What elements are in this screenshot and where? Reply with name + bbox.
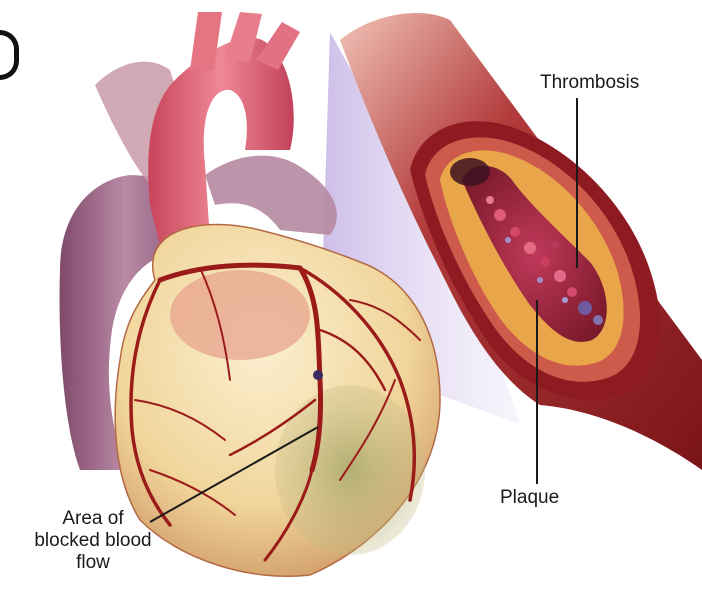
blocked-area-label-line1: Area of — [8, 508, 178, 530]
blocked-area-shading — [275, 385, 425, 555]
artery-opening-rim — [450, 158, 490, 186]
thrombosis-label: Thrombosis — [540, 72, 639, 94]
pulmonary-artery — [205, 156, 337, 235]
left-atrium — [170, 270, 310, 360]
blocked-area-label-line3: flow — [8, 552, 178, 574]
blockage-point — [313, 370, 323, 380]
blocked-area-label: Area of blocked blood flow — [8, 508, 178, 574]
blocked-area-label-line2: blocked blood — [8, 530, 178, 552]
plaque-label: Plaque — [500, 487, 559, 509]
